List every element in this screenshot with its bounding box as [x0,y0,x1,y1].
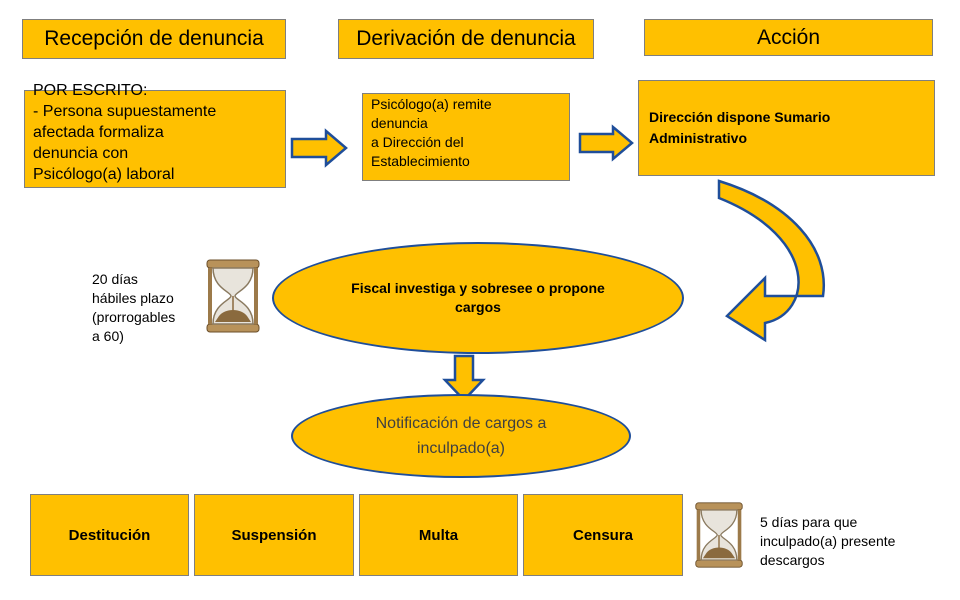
direction-line: Administrativo [649,130,748,146]
header-derivation-label: Derivación de denuncia [356,27,576,50]
written-complaint-box [24,90,286,188]
defense-line: 5 días para que [760,514,858,530]
fiscal-investigation-ellipse: Fiscal investiga y sobresee o propone ca… [272,242,684,354]
investigation-line: (prorrogables [92,309,176,325]
psych-line: Establecimiento [371,153,470,169]
header-reception: Recepción de denuncia [22,19,286,59]
header-action: Acción [644,19,933,56]
outcome-label: Multa [418,526,459,544]
header-action-label: Acción [756,25,821,49]
arrow-right-icon [578,124,634,162]
defense-line: inculpado(a) presente [760,533,896,549]
arrow-right-icon [290,128,348,168]
outcome-suspension: Suspensión [194,494,354,576]
notification-line: inculpado(a) [416,440,506,457]
curved-arrow-icon [717,179,826,343]
written-line: - Persona supuestamente [33,103,217,120]
hourglass-icon [206,259,260,333]
fiscal-line: cargos [455,299,501,315]
defense-line: descargos [760,552,825,568]
written-title: POR ESCRITO: [33,82,148,99]
arrow-down-icon [442,354,486,402]
investigation-deadline-text: 20 días hábiles plazo (prorrogables a 60… [92,270,175,346]
header-derivation: Derivación de denuncia [338,19,594,59]
investigation-line: 20 días [92,271,138,287]
investigation-line: hábiles plazo [92,290,174,306]
written-line: Psicólogo(a) laboral [33,166,175,183]
hourglass-icon [695,502,743,568]
written-line: denuncia con [33,145,129,162]
direction-line: Dirección dispone Sumario [649,109,831,125]
written-line: afectada formaliza [33,124,164,141]
psychologist-forwards-box: Psicólogo(a) remite denuncia a Dirección… [362,93,570,181]
notification-ellipse: Notificación de cargos a inculpado(a) [291,394,631,478]
psych-line: denuncia [371,115,428,131]
outcome-label: Censura [572,526,634,544]
psychologist-forwards-text: Psicólogo(a) remite denuncia a Dirección… [371,95,492,171]
direction-orders-box: Dirección dispone Sumario Administrativo [638,80,935,176]
header-reception-label: Recepción de denuncia [44,27,264,50]
outcome-censure: Censura [523,494,683,576]
fiscal-line: Fiscal investiga y sobresee o propone [351,280,605,296]
outcome-label: Destitución [68,526,151,544]
psych-line: a Dirección del [371,134,464,150]
defense-deadline-text: 5 días para que inculpado(a) presente de… [760,513,895,570]
direction-orders-text: Dirección dispone Sumario Administrativo [649,107,830,149]
psych-line: Psicólogo(a) remite [371,96,492,112]
written-complaint-text: POR ESCRITO: - Persona supuestamente afe… [33,80,216,185]
outcome-dismissal: Destitución [30,494,189,576]
outcome-label: Suspensión [231,526,317,544]
investigation-line: a 60) [92,328,124,344]
outcome-fine: Multa [359,494,518,576]
notification-line: Notificación de cargos a [375,415,547,432]
